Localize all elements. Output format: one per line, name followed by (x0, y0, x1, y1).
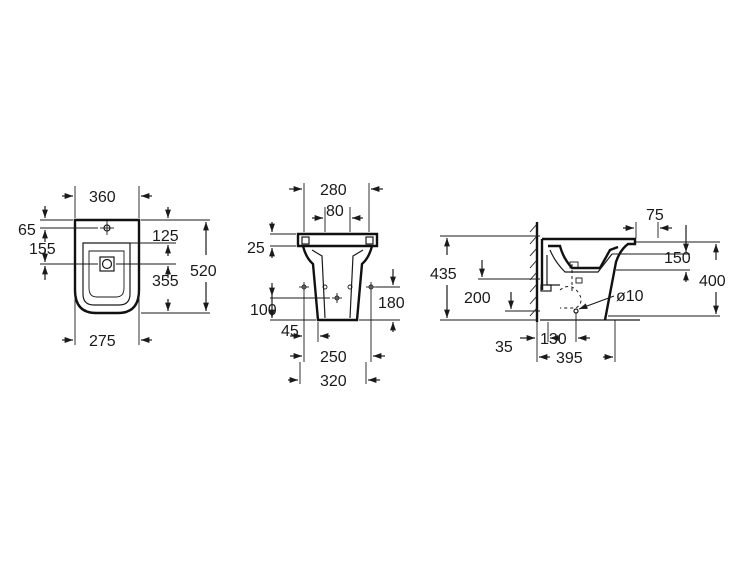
dim-150: 150 (664, 250, 691, 267)
fixing-hole-left (301, 236, 310, 245)
dim-520: 520 (190, 263, 217, 280)
connector (540, 284, 552, 292)
dim-125: 125 (152, 228, 179, 245)
dim-400: 400 (699, 273, 726, 290)
floor-fixing (573, 308, 579, 314)
fixing-hole-right (365, 236, 374, 245)
wall-hatch (529, 223, 538, 317)
dim-200: 200 (464, 290, 491, 307)
dim-250: 250 (320, 349, 347, 366)
dim-280: 280 (320, 182, 347, 199)
side-view-profile (540, 237, 637, 321)
dim-180: 180 (378, 295, 405, 312)
dim-100: 100 (250, 302, 277, 319)
dim-dia10: ø10 (616, 288, 644, 305)
top-view: 360 65 155 125 355 520 275 (18, 186, 217, 350)
top-view-bowl (82, 242, 131, 306)
top-view-inner-rim (88, 250, 125, 298)
front-view: 280 80 25 100 180 45 (247, 182, 405, 390)
side-view: 75 435 150 400 200 ø10 35 (430, 207, 726, 367)
dim-435: 435 (430, 266, 457, 283)
drain-square (99, 256, 115, 272)
drain-icon (101, 258, 113, 270)
front-view-rim (296, 232, 379, 248)
front-view-pedestal (301, 245, 374, 322)
dim-355: 355 (152, 273, 179, 290)
dim-395: 395 (556, 350, 583, 367)
dim-130: 130 (540, 331, 567, 348)
service-points (299, 282, 376, 303)
siphon (559, 286, 582, 309)
dim-25: 25 (247, 240, 265, 257)
dim-80: 80 (326, 203, 344, 220)
dim-320: 320 (320, 373, 347, 390)
dim-75: 75 (646, 207, 664, 224)
dim-360: 360 (89, 189, 116, 206)
dim-155: 155 (29, 241, 56, 258)
dim-35: 35 (495, 339, 513, 356)
dim-65: 65 (18, 222, 36, 239)
dim-275: 275 (89, 333, 116, 350)
dim-45: 45 (281, 323, 299, 340)
